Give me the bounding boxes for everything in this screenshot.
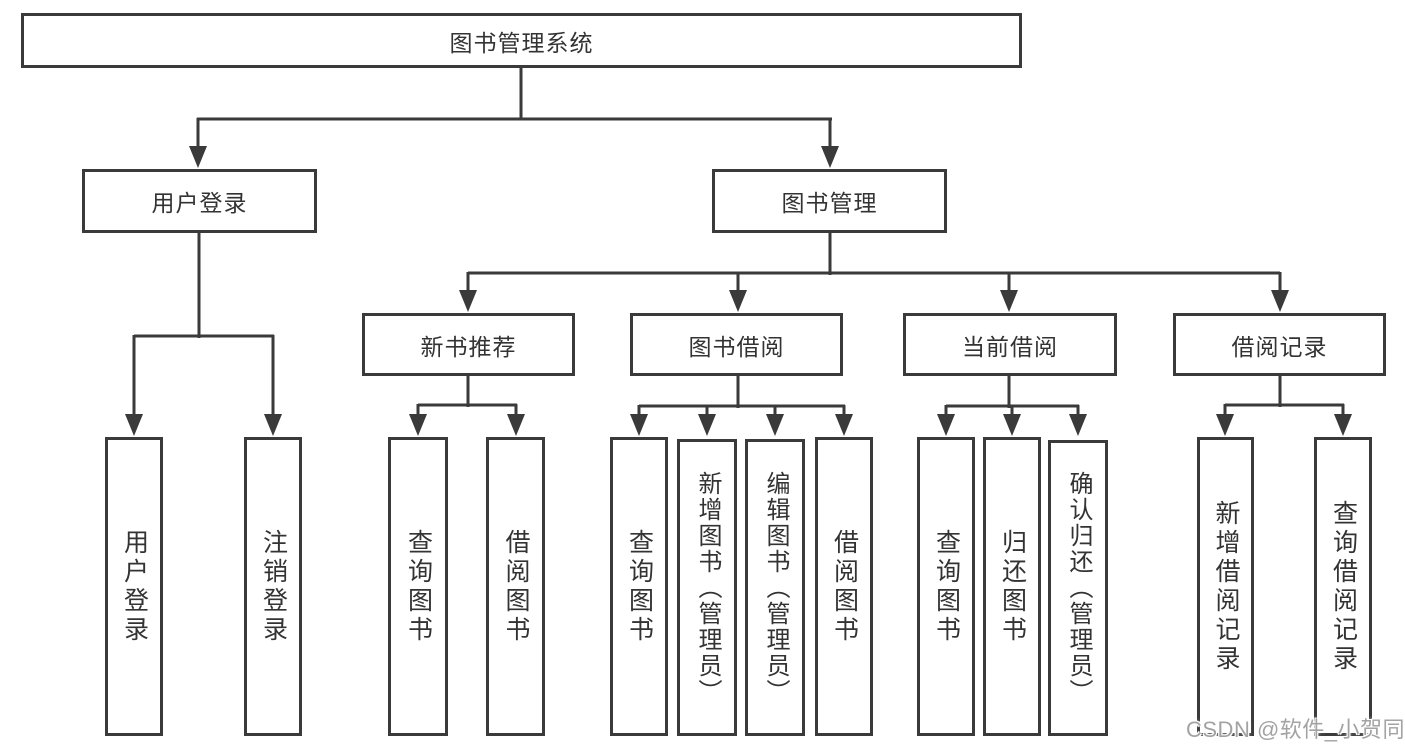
leaf-user-login-label: 用户登录 (120, 528, 149, 645)
node-borrowing-records-label: 借阅记录 (1231, 333, 1328, 360)
leaf-confirm-return-admin: 确认归还（管理员） (1048, 440, 1108, 736)
node-book-borrowing-label: 图书借阅 (688, 333, 785, 360)
node-user-login: 用户登录 (82, 169, 317, 233)
leaf-current-query-books: 查询图书 (917, 437, 975, 736)
node-root: 图书管理系统 (21, 13, 1022, 68)
node-book-management-label: 图书管理 (781, 190, 878, 216)
leaf-logout-label: 注销登录 (259, 528, 288, 645)
leaf-add-books-admin-label: 新增图书（管理员） (694, 470, 721, 705)
node-user-login-label: 用户登录 (151, 190, 248, 216)
node-current-borrowing: 当前借阅 (903, 313, 1117, 376)
leaf-recommend-query-books-label: 查询图书 (404, 528, 433, 645)
leaf-edit-books-admin-label: 编辑图书（管理员） (762, 470, 789, 705)
leaf-edit-books-admin: 编辑图书（管理员） (745, 439, 805, 736)
leaf-query-borrow-record-label: 查询借阅记录 (1329, 499, 1358, 674)
csdn-watermark: CSDN @软件_小贺同学 (1186, 717, 1405, 742)
leaf-query-borrow-record: 查询借阅记录 (1314, 437, 1372, 736)
leaf-logout: 注销登录 (244, 437, 302, 736)
leaf-borrow-query-books: 查询图书 (610, 437, 668, 736)
leaf-current-query-books-label: 查询图书 (932, 528, 961, 645)
node-root-label: 图书管理系统 (449, 29, 594, 56)
leaf-add-borrow-record-label: 新增借阅记录 (1212, 499, 1240, 674)
leaf-borrow-books-label: 借阅图书 (830, 528, 859, 645)
node-book-management: 图书管理 (712, 169, 947, 233)
node-current-borrowing-label: 当前借阅 (962, 333, 1058, 360)
leaf-recommend-query-books: 查询图书 (388, 437, 448, 736)
node-book-borrowing: 图书借阅 (630, 313, 843, 376)
leaf-return-books-label: 归还图书 (998, 528, 1027, 645)
node-borrowing-records: 借阅记录 (1173, 313, 1386, 376)
leaf-add-books-admin: 新增图书（管理员） (677, 439, 737, 736)
leaf-borrow-books: 借阅图书 (815, 437, 873, 736)
node-new-book-recommendation-label: 新书推荐 (420, 333, 517, 360)
leaf-recommend-borrow-books-label: 借阅图书 (502, 528, 530, 645)
leaf-recommend-borrow-books: 借阅图书 (486, 437, 545, 736)
leaf-user-login: 用户登录 (105, 437, 163, 736)
leaf-borrow-query-books-label: 查询图书 (625, 528, 654, 645)
node-new-book-recommendation: 新书推荐 (362, 313, 575, 376)
leaf-return-books: 归还图书 (983, 437, 1041, 736)
leaf-confirm-return-admin-label: 确认归还（管理员） (1065, 471, 1092, 705)
leaf-add-borrow-record: 新增借阅记录 (1197, 437, 1254, 736)
